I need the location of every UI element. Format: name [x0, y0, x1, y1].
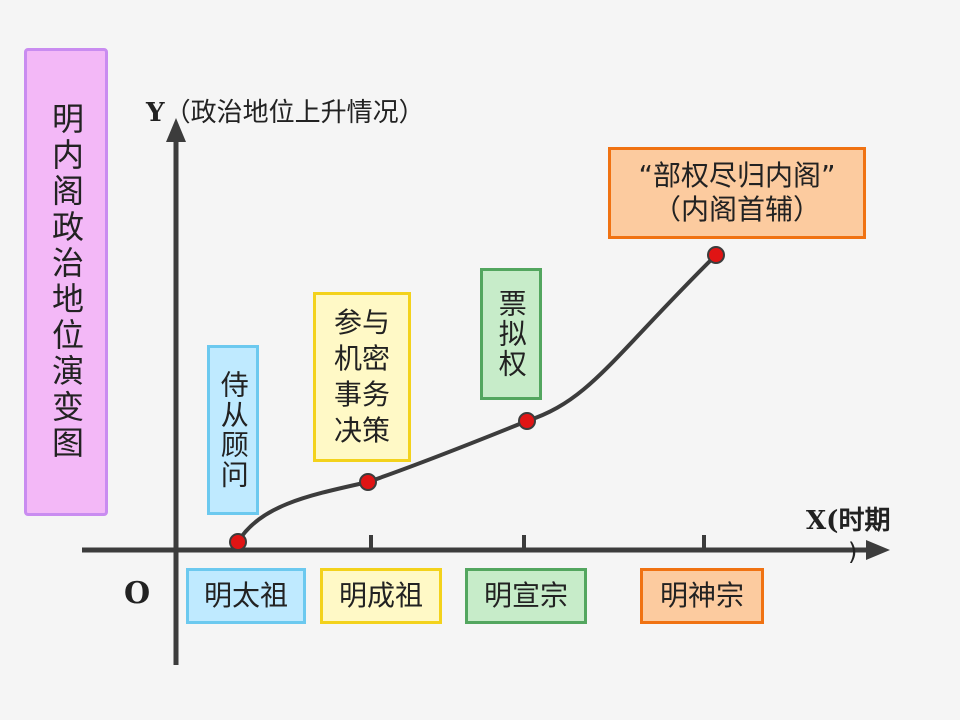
y-axis-arrow — [166, 118, 186, 142]
status-box-4-line2: （内阁首辅） — [652, 193, 821, 226]
status-curve — [236, 253, 718, 544]
status-box-4-line1: “部权尽归内阁” — [638, 159, 836, 193]
period-box-1: 明太祖 — [186, 568, 306, 624]
status-box-3: 票拟权 — [480, 268, 542, 400]
x-axis-label-text: X(时期 — [806, 506, 891, 536]
x-axis-arrow — [866, 540, 890, 560]
data-point-4 — [707, 246, 725, 264]
diagram-title: 明内阁政治地位演变图 — [24, 48, 108, 516]
y-axis-label-text: （政治地位上升情况） — [164, 98, 425, 128]
status-box-2: 参与机密事务决策 — [313, 292, 411, 462]
period-box-3: 明宣宗 — [465, 568, 587, 624]
data-point-1 — [229, 533, 247, 551]
data-point-2 — [359, 473, 377, 491]
x-axis-label: X(时期 — [806, 500, 890, 537]
y-axis-letter: Y — [146, 98, 165, 128]
status-box-4: “部权尽归内阁” （内阁首辅） — [608, 147, 866, 239]
origin-label: O — [124, 576, 151, 611]
data-point-3 — [518, 412, 536, 430]
status-box-1: 侍从顾问 — [207, 345, 259, 515]
period-box-4: 明神宗 — [640, 568, 764, 624]
x-axis-label-close: ) — [848, 538, 858, 566]
y-axis-label: Y（政治地位上升情况） — [146, 92, 425, 129]
period-box-2: 明成祖 — [320, 568, 442, 624]
status-box-2-text: 参与机密事务决策 — [333, 306, 390, 447]
